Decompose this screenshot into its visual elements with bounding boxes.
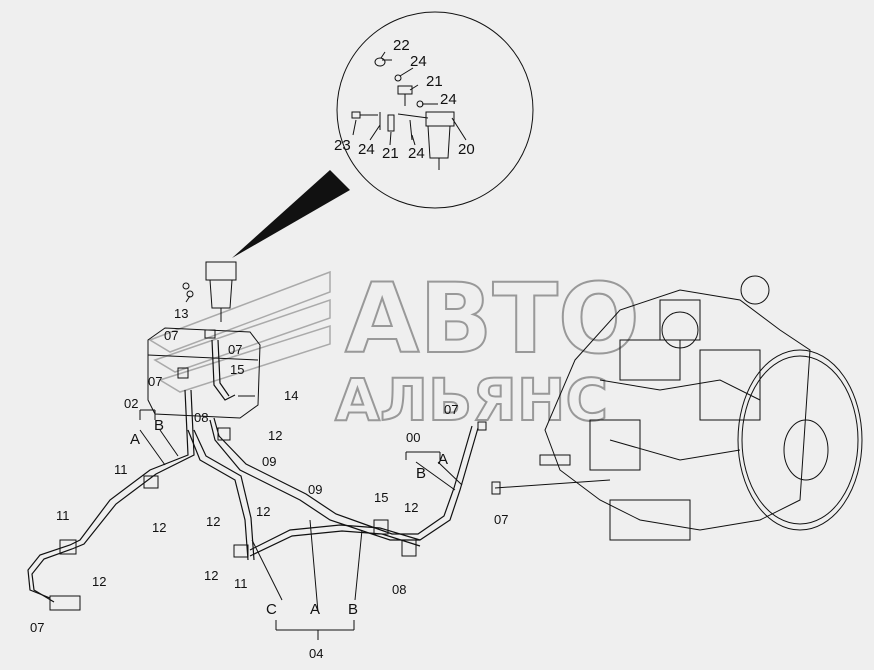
hose-clamps [49, 367, 501, 611]
label-14: 14 [284, 388, 298, 403]
label-08-b: 08 [392, 582, 406, 597]
fuel-hoses [27, 339, 611, 603]
label-A-3: A [310, 601, 320, 618]
label-15-a: 15 [230, 362, 244, 377]
label-12-d: 12 [256, 504, 270, 519]
label-B-1: B [154, 417, 164, 434]
label-12-b: 12 [152, 520, 166, 535]
watermark-line1: АВТО [345, 263, 640, 375]
part-labels: 22 24 21 24 23 24 21 24 20 13 07 07 15 0… [30, 37, 508, 661]
label-21-a: 21 [426, 73, 443, 90]
label-20: 20 [458, 141, 475, 158]
label-12-g: 12 [404, 500, 418, 515]
label-11-c: 11 [56, 508, 70, 523]
label-24-b: 24 [440, 91, 457, 108]
label-A-2: A [438, 451, 448, 468]
leader-lines [139, 51, 463, 640]
label-22: 22 [393, 37, 410, 54]
label-12-e: 12 [204, 568, 218, 583]
label-23: 23 [334, 137, 351, 154]
label-12-f: 12 [92, 574, 106, 589]
label-12-c: 12 [206, 514, 220, 529]
label-04: 04 [309, 646, 323, 661]
label-00: 00 [406, 430, 420, 445]
label-02: 02 [124, 396, 138, 411]
label-07-c: 07 [148, 374, 162, 389]
label-24-d: 24 [408, 145, 425, 162]
label-24-c: 24 [358, 141, 375, 158]
fuel-tank [147, 327, 261, 419]
label-08-a: 08 [194, 410, 208, 425]
label-07-f: 07 [494, 512, 508, 527]
label-24-a: 24 [410, 53, 427, 70]
label-09-b: 09 [308, 482, 322, 497]
label-09-a: 09 [262, 454, 276, 469]
label-C: C [266, 601, 277, 618]
label-07-e: 07 [444, 402, 458, 417]
label-21-b: 21 [382, 145, 399, 162]
detail-callout [232, 11, 534, 258]
label-B-3: B [348, 601, 358, 618]
label-07-d: 07 [30, 620, 44, 635]
label-13: 13 [174, 306, 188, 321]
label-12-a: 12 [268, 428, 282, 443]
label-07-a: 07 [164, 328, 178, 343]
label-A-1: A [130, 431, 140, 448]
label-B-2: B [416, 465, 426, 482]
label-15-b: 15 [374, 490, 388, 505]
watermark-line2: АЛЬЯНС [335, 366, 608, 434]
engine [539, 275, 863, 541]
fuel-filter [182, 261, 237, 322]
label-11-a: 11 [114, 462, 128, 477]
watermark-logo: АВТО АЛЬЯНС [148, 262, 641, 435]
label-07-b: 07 [228, 342, 242, 357]
label-11-b: 11 [234, 576, 248, 591]
